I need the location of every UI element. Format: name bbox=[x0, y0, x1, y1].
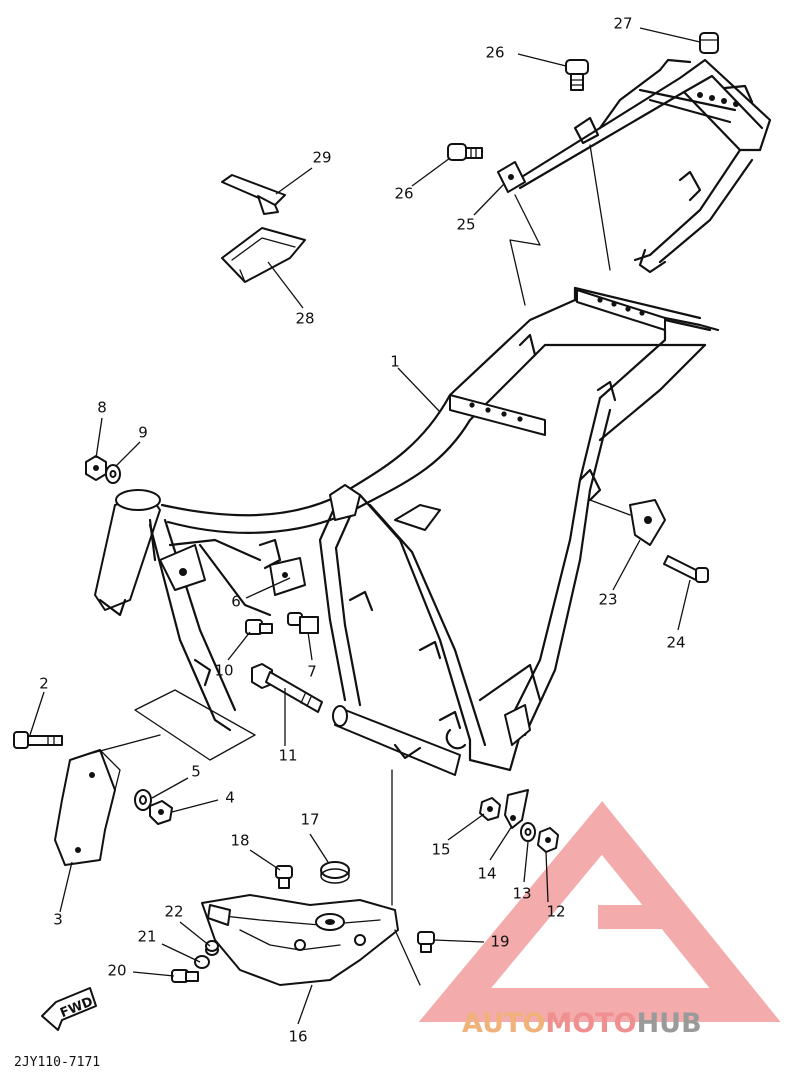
callout-21: 21 bbox=[137, 928, 156, 946]
part-3-bracket bbox=[54, 749, 121, 866]
part-27-cap bbox=[699, 32, 719, 54]
callout-14: 14 bbox=[477, 865, 496, 883]
callout-11: 11 bbox=[278, 747, 297, 765]
callout-25: 25 bbox=[456, 216, 475, 234]
part-25-plate bbox=[497, 161, 526, 193]
fwd-direction-arrow: FWD bbox=[41, 987, 97, 1031]
rear-subframe bbox=[518, 58, 772, 274]
part-17-plug bbox=[320, 861, 350, 884]
callout-9: 9 bbox=[138, 424, 148, 442]
part-26-bolt-upper bbox=[565, 59, 589, 91]
assembly-guide-line-2 bbox=[589, 144, 611, 271]
assembly-guide-line bbox=[509, 194, 541, 306]
callout-13: 13 bbox=[512, 885, 531, 903]
callout-26-left: 26 bbox=[394, 185, 413, 203]
callout-20: 20 bbox=[107, 962, 126, 980]
callout-15: 15 bbox=[431, 841, 450, 859]
part-5-washer bbox=[134, 789, 152, 811]
callout-18: 18 bbox=[230, 832, 249, 850]
part-24-bolt bbox=[663, 555, 709, 583]
watermark-text: AUTOMOTOHUB bbox=[462, 1008, 702, 1039]
part-16-under-guard bbox=[201, 894, 399, 986]
watermark-hub: HUB bbox=[637, 1008, 702, 1039]
callout-6: 6 bbox=[231, 593, 241, 611]
part-8-nut bbox=[85, 455, 107, 481]
part-11-long-bolt bbox=[251, 663, 323, 713]
callout-23: 23 bbox=[598, 591, 617, 609]
part-7-bolt bbox=[287, 612, 319, 634]
part-4-nut bbox=[149, 800, 173, 825]
main-frame bbox=[94, 286, 720, 776]
guide-line-3 bbox=[84, 734, 161, 756]
part-14-bracket bbox=[504, 789, 529, 829]
callout-numbers: 1 2 3 4 5 6 7 8 9 10 11 12 13 14 15 16 1… bbox=[39, 15, 685, 1046]
callout-12: 12 bbox=[546, 903, 565, 921]
part-13-washer bbox=[520, 822, 536, 842]
part-21-washer bbox=[194, 955, 210, 969]
callout-27: 27 bbox=[613, 15, 632, 33]
diagram-code: 2JY110-7171 bbox=[14, 1055, 100, 1070]
guide-line-19 bbox=[394, 929, 421, 986]
part-12-nut bbox=[537, 827, 559, 853]
callout-17: 17 bbox=[300, 811, 319, 829]
callout-22: 22 bbox=[164, 903, 183, 921]
watermark-auto: AUTO bbox=[462, 1008, 545, 1039]
part-26-bolt-left bbox=[447, 143, 483, 161]
part-2-bolt bbox=[13, 731, 63, 749]
callout-1: 1 bbox=[390, 353, 400, 371]
callout-7: 7 bbox=[307, 663, 317, 681]
part-10-bolt bbox=[245, 619, 273, 635]
part-29-clip bbox=[221, 174, 286, 215]
part-18-bolt bbox=[275, 865, 293, 889]
leader-lines bbox=[29, 27, 701, 1025]
callout-24: 24 bbox=[666, 634, 685, 652]
hidden-shape-outline bbox=[134, 689, 256, 761]
part-15-nut bbox=[479, 797, 501, 821]
part-19-bolt bbox=[417, 931, 435, 953]
part-28-cover bbox=[221, 227, 306, 283]
callout-19: 19 bbox=[490, 933, 509, 951]
watermark-logo bbox=[418, 801, 781, 1022]
callout-8: 8 bbox=[97, 399, 107, 417]
part-20-bolt bbox=[171, 969, 199, 983]
callout-10: 10 bbox=[214, 662, 233, 680]
callout-5: 5 bbox=[191, 763, 201, 781]
callout-28: 28 bbox=[295, 310, 314, 328]
callout-4: 4 bbox=[225, 789, 235, 807]
watermark-moto: MOTO bbox=[545, 1008, 636, 1039]
callout-3: 3 bbox=[53, 911, 63, 929]
callout-16: 16 bbox=[288, 1028, 307, 1046]
callout-26-upper: 26 bbox=[485, 44, 504, 62]
part-9-washer bbox=[105, 464, 121, 484]
callout-2: 2 bbox=[39, 675, 49, 693]
callout-29: 29 bbox=[312, 149, 331, 167]
part-22-collar bbox=[205, 940, 219, 956]
